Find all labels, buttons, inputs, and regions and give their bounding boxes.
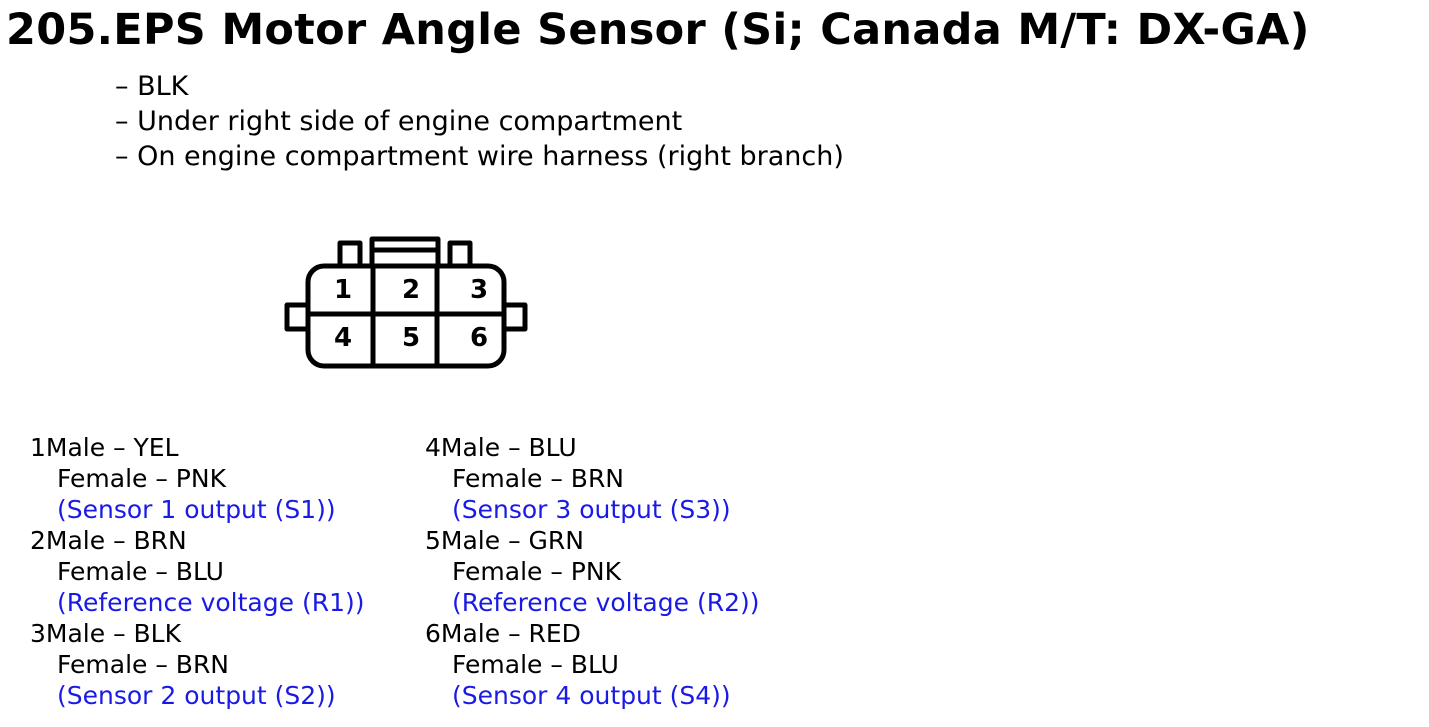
- pin-number-label: 6: [470, 323, 488, 353]
- pin-number-label: 2: [402, 275, 420, 305]
- page-title: 205.EPS Motor Angle Sensor (Si; Canada M…: [6, 5, 1310, 55]
- pin-number-label: 5: [402, 323, 420, 353]
- pin-male-wire: 6Male – RED: [425, 619, 581, 648]
- pin-entry: 3Male – BLK Female – BRN (Sensor 2 outpu…: [30, 618, 364, 711]
- connector-latch: [369, 236, 441, 270]
- pin-list-right: 4Male – BLU Female – BRN (Sensor 3 outpu…: [425, 432, 759, 711]
- pin-function: (Sensor 1 output (S1)): [57, 495, 336, 524]
- connector-tab-left: [337, 240, 363, 270]
- connector-location: – Under right side of engine compartment: [115, 106, 683, 137]
- pin-female-wire: Female – BLU: [57, 557, 224, 586]
- pin-entry: 2Male – BRN Female – BLU (Reference volt…: [30, 525, 364, 618]
- pin-female-wire: Female – BLU: [452, 650, 619, 679]
- pin-male-wire: 5Male – GRN: [425, 526, 584, 555]
- pin-entry: 6Male – RED Female – BLU (Sensor 4 outpu…: [425, 618, 759, 711]
- pin-entry: 5Male – GRN Female – PNK (Reference volt…: [425, 525, 759, 618]
- pin-function: (Sensor 3 output (S3)): [452, 495, 731, 524]
- pin-entry: 1Male – YEL Female – PNK (Sensor 1 outpu…: [30, 432, 364, 525]
- pin-female-wire: Female – BRN: [57, 650, 230, 679]
- pin-entry: 4Male – BLU Female – BRN (Sensor 3 outpu…: [425, 432, 759, 525]
- connector-info: – BLK – Under right side of engine compa…: [115, 69, 844, 174]
- pin-female-wire: Female – BRN: [452, 464, 625, 493]
- pin-function: (Reference voltage (R2)): [452, 588, 760, 617]
- pin-function: (Sensor 4 output (S4)): [452, 681, 731, 710]
- connector-tab-right: [447, 240, 473, 270]
- pin-number-label: 3: [470, 275, 488, 305]
- pin-male-wire: 1Male – YEL: [30, 433, 179, 462]
- pin-male-wire: 4Male – BLU: [425, 433, 577, 462]
- pin-function: (Reference voltage (R1)): [57, 588, 365, 617]
- pin-male-wire: 2Male – BRN: [30, 526, 187, 555]
- connector-harness: – On engine compartment wire harness (ri…: [115, 141, 844, 172]
- pin-number-label: 1: [334, 275, 352, 305]
- connector-color: – BLK: [115, 71, 189, 102]
- pin-function: (Sensor 2 output (S2)): [57, 681, 336, 710]
- pin-female-wire: Female – PNK: [452, 557, 621, 586]
- pin-number-label: 4: [334, 323, 352, 353]
- pin-female-wire: Female – PNK: [57, 464, 226, 493]
- pin-list-left: 1Male – YEL Female – PNK (Sensor 1 outpu…: [30, 432, 364, 711]
- pin-male-wire: 3Male – BLK: [30, 619, 181, 648]
